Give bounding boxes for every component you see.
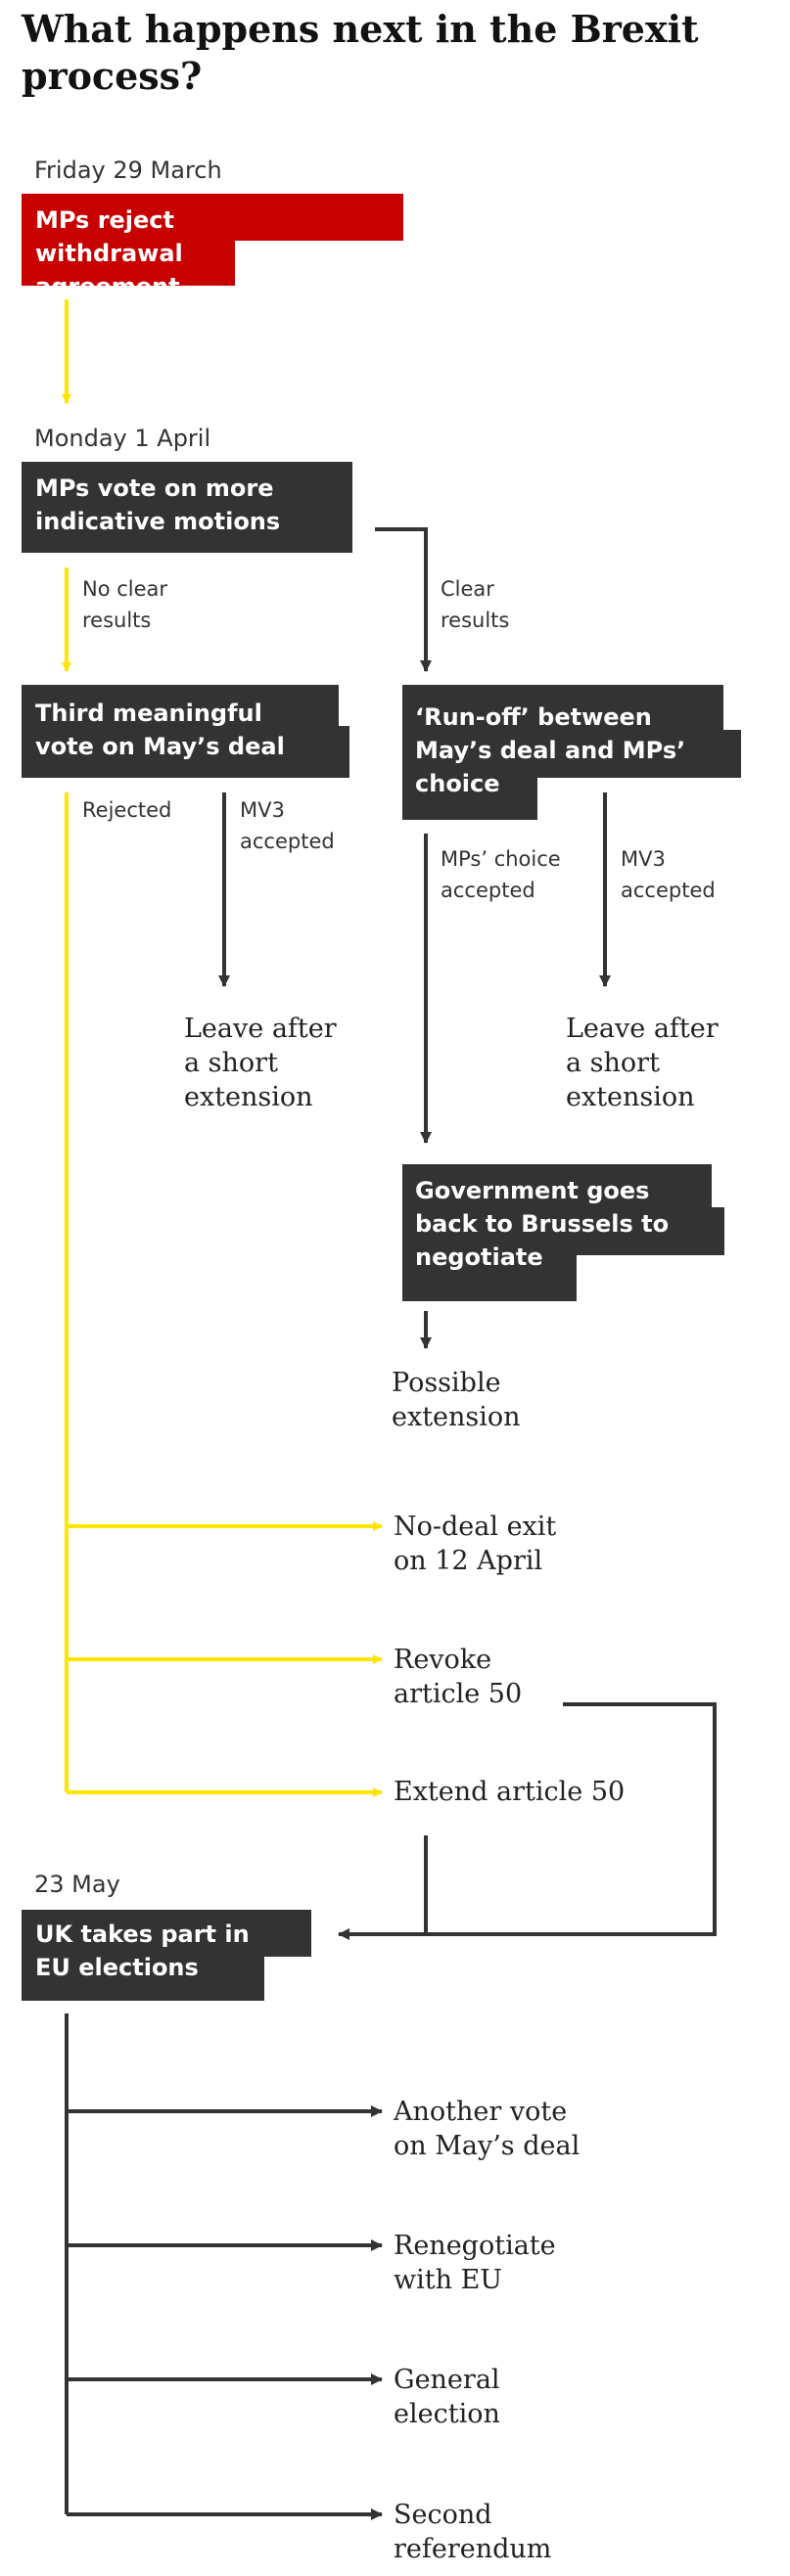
edge-label-mps-choice: MPs’ choice accepted bbox=[441, 847, 561, 902]
arrow-clear-results bbox=[375, 527, 432, 672]
step-reject: MPs reject withdrawal agreement bbox=[35, 206, 183, 300]
step-eu-elections: UK takes part in EU elections bbox=[35, 1921, 250, 1981]
outcome-leave: Leave after a short extension bbox=[184, 1014, 337, 1112]
page-title: What happens next in the Brexit process? bbox=[22, 7, 699, 98]
step-mv3: Third meaningful vote on May’s deal bbox=[35, 700, 285, 760]
outcome-another-vote: Another vote on May’s deal bbox=[394, 2097, 581, 2161]
outcome-leave: Leave after a short extension bbox=[566, 1014, 719, 1112]
date-label: Monday 1 April bbox=[34, 425, 211, 452]
step-brussels: Government goes back to Brussels to nego… bbox=[415, 1177, 670, 1271]
outcome-possible-extension: Possible extension bbox=[392, 1368, 521, 1432]
outcome-no-deal: No-deal exit on 12 April bbox=[394, 1512, 557, 1576]
edge-label-mv3-accepted: MV3 accepted bbox=[240, 798, 335, 853]
outcome-general-election: General election bbox=[394, 2365, 500, 2429]
edge-label-rejected: Rejected bbox=[82, 798, 172, 822]
date-label: Friday 29 March bbox=[34, 157, 222, 184]
date-label: 23 May bbox=[34, 1871, 120, 1898]
box-runoff bbox=[402, 685, 741, 820]
step-indicative: MPs vote on more indicative motions bbox=[35, 475, 281, 535]
box-eu-elections bbox=[22, 1910, 311, 2001]
outcome-renegotiate: Renegotiate with EU bbox=[394, 2231, 556, 2295]
step-runoff: ‘Run-off’ between May’s deal and MPs’ ch… bbox=[415, 703, 686, 797]
edge-label-no-clear: No clear results bbox=[82, 577, 168, 632]
outcome-second-referendum: Second referendum bbox=[394, 2500, 552, 2564]
box-indicative bbox=[22, 462, 352, 553]
outcome-extend: Extend article 50 bbox=[394, 1777, 626, 1807]
outcome-revoke: Revoke article 50 bbox=[394, 1645, 523, 1709]
edge-label-clear: Clear results bbox=[441, 577, 510, 632]
box-brussels bbox=[402, 1164, 724, 1301]
box-mv3 bbox=[22, 685, 349, 778]
edge-label-mv3-accepted: MV3 accepted bbox=[621, 847, 716, 902]
box-reject bbox=[22, 194, 403, 286]
line-revoke-loop bbox=[563, 1702, 717, 1934]
